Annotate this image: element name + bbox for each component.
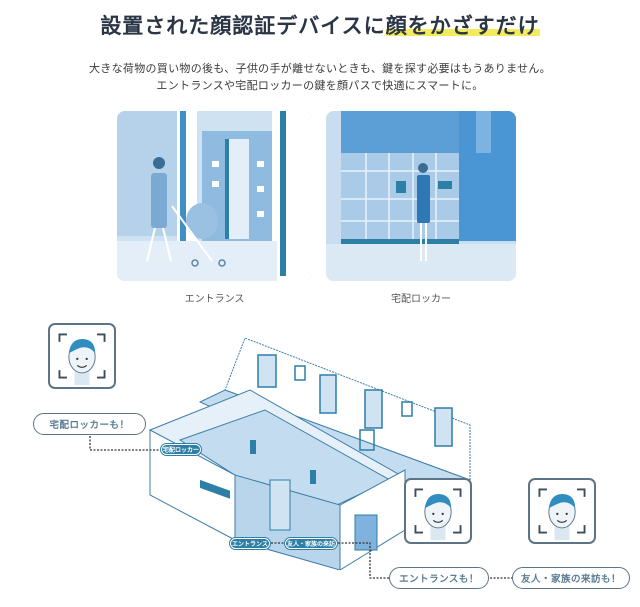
face-icon — [538, 488, 586, 541]
title-highlight: 顔をかざすだけ — [385, 14, 540, 38]
entrance-caption: エントランス — [184, 294, 245, 305]
pill-visitor: 友人・家族の来訪 — [285, 538, 337, 549]
face-recognition-card — [528, 478, 596, 544]
title-main: 設置された顔認証デバイスに — [100, 14, 386, 38]
face-recognition-card — [404, 478, 472, 544]
face-icon — [414, 488, 462, 541]
bubble-delivery-locker: 宅配ロッカーも！ — [33, 413, 146, 435]
locker-illustration — [326, 111, 516, 281]
face-icon — [58, 333, 106, 386]
subtitle-line-2: エントランスや宅配ロッカーの鍵を顔パスで快適にスマートに。 — [156, 79, 484, 92]
pill-delivery-locker: 宅配ロッカー — [161, 444, 201, 455]
subtitle-line-1: 大きな荷物の買い物の後も、子供の手が離せないときも、鍵を探す必要はもうありません… — [89, 62, 551, 75]
bubble-visitor: 友人・家族の来訪も！ — [512, 567, 630, 589]
page-title: 設置された顔認証デバイスに顔をかざすだけ — [0, 10, 640, 40]
entrance-illustration — [117, 111, 312, 281]
bubble-entrance: エントランスも！ — [389, 567, 489, 589]
pill-entrance: エントランス — [230, 538, 270, 549]
locker-caption: 宅配ロッカー — [391, 294, 451, 305]
face-recognition-card — [48, 323, 116, 389]
